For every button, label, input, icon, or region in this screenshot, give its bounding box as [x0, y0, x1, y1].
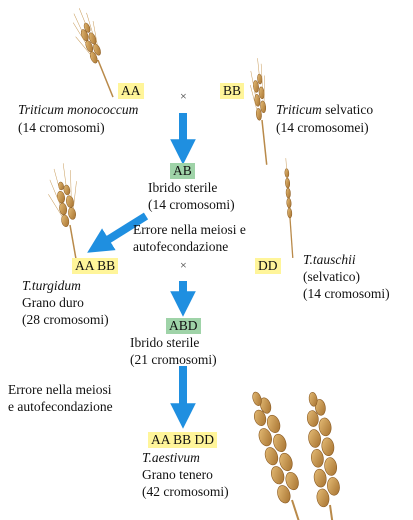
- wild-triticum-genus: Triticum: [276, 102, 322, 117]
- wheat-ear-icon: [306, 392, 340, 520]
- arrow-diagonal-icon: [87, 212, 149, 253]
- hybrid2-chromosomes: (21 cromosomi): [130, 352, 217, 367]
- aestivum-common: Grano tenero: [142, 467, 213, 482]
- genome-badge-abd: ABD: [166, 318, 201, 334]
- error2-line1: Errore nella meiosi: [8, 382, 112, 397]
- tauschii-chromosomes: (14 cromosomi): [303, 286, 390, 301]
- tauschii-name: T.tauschii: [303, 252, 356, 267]
- genome-badge-aabb: AA BB: [72, 258, 119, 274]
- turgidum-chromosomes: (28 cromosomi): [22, 312, 109, 327]
- turgidum-name: T.turgidum: [22, 278, 81, 293]
- wild-triticum-chromosomes: (14 cromosomei): [276, 120, 369, 135]
- cross-symbol: ×: [180, 258, 187, 272]
- genome-badge-ab: AB: [170, 163, 195, 179]
- error1-line1: Errore nella meiosi e: [133, 222, 246, 237]
- turgidum-common: Grano duro: [22, 295, 84, 310]
- hybrid2-label: Ibrido sterile: [130, 335, 200, 350]
- wild-triticum-name: Triticum selvatico: [276, 101, 373, 118]
- wheat-ear-icon: [48, 163, 77, 260]
- aestivum-chromosomes: (42 cromosomi): [142, 484, 229, 499]
- genome-badge-aabbdd: AA BB DD: [148, 432, 218, 448]
- aestivum-name: T.aestivum: [142, 450, 200, 465]
- wheat-ear-icon: [250, 58, 268, 165]
- genome-badge-bb: BB: [220, 83, 245, 99]
- tauschii-note: (selvatico): [303, 269, 360, 284]
- wild-triticum-rest: selvatico: [321, 102, 374, 117]
- wheat-ear-icon: [252, 391, 303, 520]
- monococcum-chromosomes: (14 cromosomi): [18, 120, 105, 135]
- genome-badge-dd: DD: [255, 258, 281, 274]
- hybrid1-chromosomes: (14 cromosomi): [148, 197, 235, 212]
- error1-line2: autofecondazione: [133, 239, 229, 254]
- hybrid1-label: Ibrido sterile: [148, 180, 218, 195]
- genome-badge-aa: AA: [118, 83, 144, 99]
- cross-symbol: ×: [180, 89, 187, 103]
- monococcum-name: Triticum monococcum: [18, 102, 139, 117]
- wheat-ear-icon: [72, 8, 114, 98]
- wheat-ear-icon: [284, 158, 294, 258]
- error2-line2: e autofecondazione: [8, 399, 113, 414]
